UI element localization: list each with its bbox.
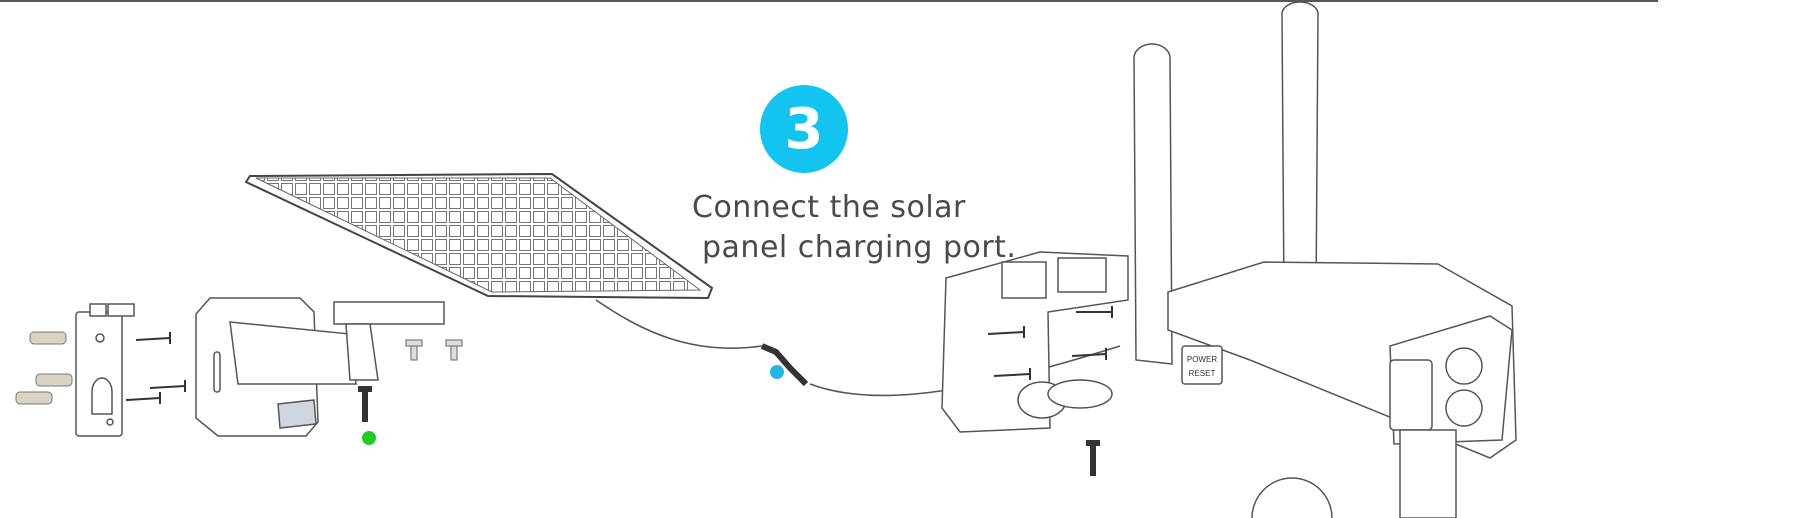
- panel-bracket: [195, 297, 445, 437]
- caption-line-2: panel charging port.: [702, 230, 1017, 265]
- screw-icon: [987, 306, 1113, 380]
- green-marker: [362, 431, 376, 445]
- wall-anchor-icon: [15, 331, 73, 405]
- wall-plate: [75, 303, 135, 437]
- top-rule: [0, 0, 1658, 2]
- bolt-icon: [358, 339, 1100, 476]
- charging-cable: [595, 299, 1121, 397]
- reset-label: RESET: [1189, 369, 1216, 378]
- step-number-badge: 3: [760, 85, 848, 173]
- power-label: POWER: [1187, 355, 1217, 364]
- step-caption: Connect the solar panel charging port.: [692, 188, 1016, 268]
- solar-panel: [244, 172, 714, 300]
- camera-mount: [941, 251, 1129, 433]
- step-number: 3: [784, 96, 824, 162]
- blue-marker: [770, 365, 784, 379]
- camera-body: [1167, 261, 1517, 518]
- screw-icon: [125, 332, 186, 404]
- caption-line-1: Connect the solar: [692, 190, 966, 225]
- antenna-icon: [1133, 1, 1319, 365]
